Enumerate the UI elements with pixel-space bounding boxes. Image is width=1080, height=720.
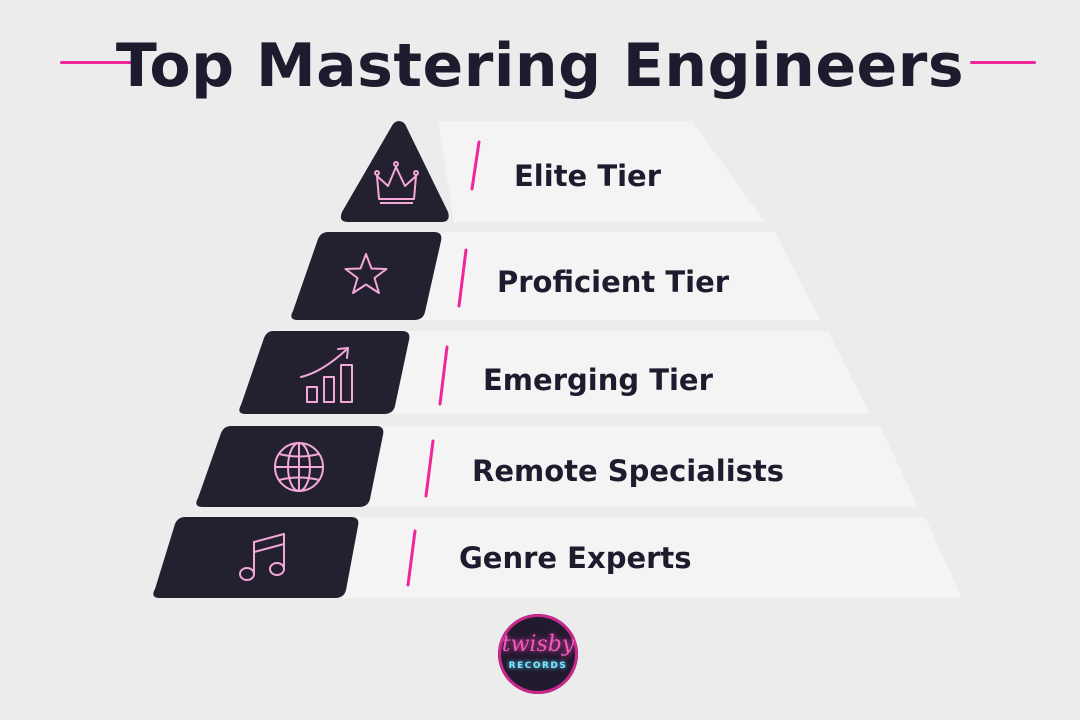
logo-sub-text: RECORDS [508, 661, 568, 671]
globe-icon [274, 442, 324, 492]
tier-label-elite: Elite Tier [514, 159, 662, 193]
bar-chart-growth-icon [300, 347, 353, 403]
brand-logo: twisby RECORDS [498, 614, 578, 694]
tier-block-2 [291, 232, 442, 320]
title-right-rule [970, 61, 1036, 64]
tier-label-emerging: Emerging Tier [483, 363, 713, 397]
star-icon [344, 253, 388, 294]
tier-band-1 [438, 121, 765, 222]
tier-label-remote: Remote Specialists [472, 454, 785, 488]
tier-divider-2 [457, 248, 468, 308]
tier-band-2 [420, 232, 820, 320]
tier-block-5 [153, 517, 359, 598]
logo-script-text: twisby [501, 632, 575, 657]
title-left-rule [60, 61, 136, 64]
tier-label-proficient: Proficient Tier [497, 265, 730, 299]
tier-divider-3 [438, 345, 449, 406]
tier-band-5 [338, 517, 962, 598]
tier-band-3 [386, 331, 870, 414]
tier-label-genre: Genre Experts [459, 541, 692, 575]
tier-block-3 [239, 331, 410, 414]
crown-icon [374, 161, 419, 204]
page-title: Top Mastering Engineers [115, 31, 965, 101]
music-note-icon [239, 533, 285, 581]
tier-divider-5 [406, 529, 417, 587]
tier-band-4 [360, 426, 918, 507]
tier-divider-1 [470, 140, 481, 191]
tier-divider-4 [424, 439, 435, 498]
